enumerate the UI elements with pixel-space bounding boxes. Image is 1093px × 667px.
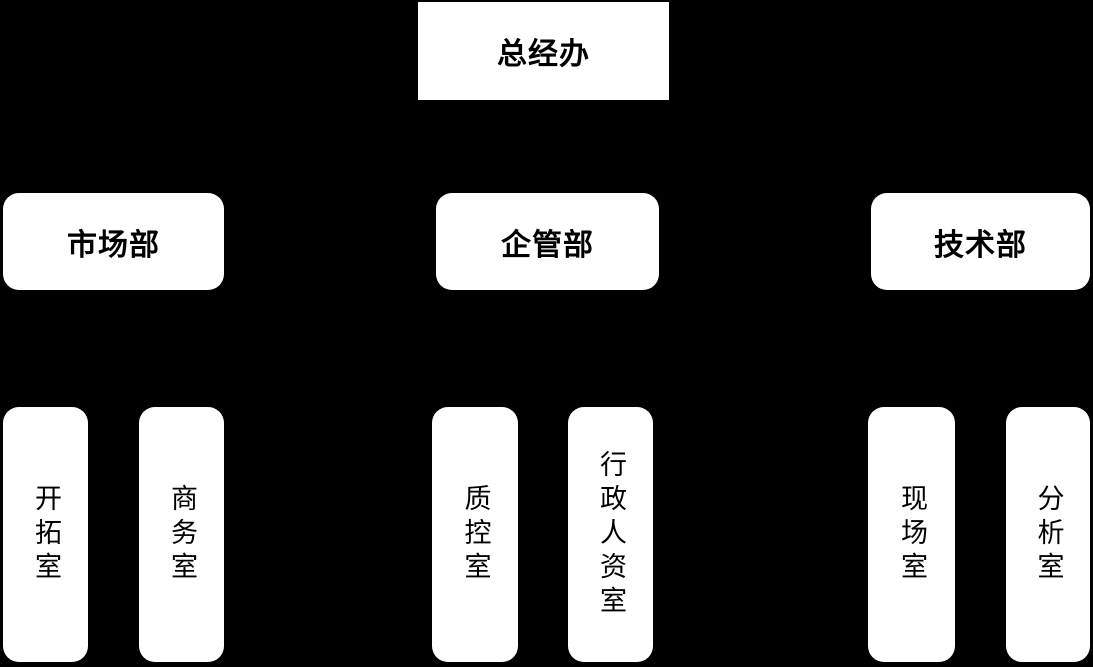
analysis-office-label: 分析室 — [1033, 483, 1064, 586]
development-office-box: 开拓室 — [3, 407, 88, 662]
marketing-dept-label: 市场部 — [67, 228, 160, 262]
marketing-dept-box: 市场部 — [3, 193, 224, 290]
analysis-office-box: 分析室 — [1006, 407, 1090, 662]
technical-dept-box: 技术部 — [871, 193, 1090, 290]
admin-hr-office-box: 行政人资室 — [568, 407, 653, 662]
general-manager-office-box: 总经办 — [418, 2, 669, 100]
business-office-label: 商务室 — [167, 483, 197, 586]
field-office-box: 现场室 — [868, 407, 955, 662]
enterprise-mgmt-dept-box: 企管部 — [436, 193, 659, 290]
technical-dept-label: 技术部 — [934, 228, 1027, 262]
quality-control-office-label: 质控室 — [460, 483, 491, 586]
enterprise-mgmt-dept-label: 企管部 — [501, 228, 594, 262]
development-office-label: 开拓室 — [31, 483, 61, 586]
business-office-box: 商务室 — [139, 407, 224, 662]
general-manager-office-label: 总经办 — [497, 38, 590, 71]
quality-control-office-box: 质控室 — [432, 407, 518, 662]
field-office-label: 现场室 — [897, 483, 927, 586]
admin-hr-office-label: 行政人资室 — [596, 449, 626, 620]
